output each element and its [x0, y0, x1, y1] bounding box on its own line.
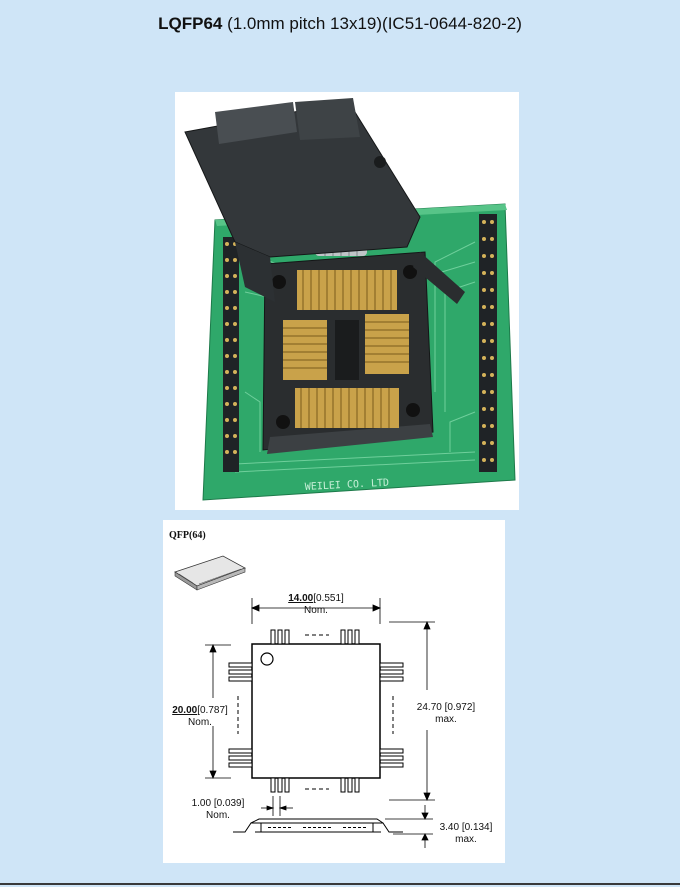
- left-header-pins: [225, 242, 237, 454]
- part-number: LQFP64: [158, 14, 223, 33]
- board-silkscreen: WEILEI CO. LTD: [305, 478, 390, 493]
- package-body: [251, 643, 381, 779]
- width-dimension: 14.00[0.551] Nom.: [288, 593, 344, 616]
- thickness-dimension: 3.40 [0.134] max.: [439, 822, 493, 845]
- bottom-divider: [0, 883, 680, 885]
- socket-illustration: WEILEI CO. LTD: [184, 98, 516, 501]
- dimension-drawing: [174, 555, 435, 848]
- height-dimension: 20.00[0.787] Nom.: [172, 705, 228, 728]
- package-label: QFP(64): [169, 530, 206, 541]
- package-3d-icon: [174, 555, 246, 591]
- pitch-dimension: 1.00 [0.039] Nom.: [191, 798, 245, 821]
- page-title: LQFP64 (1.0mm pitch 13x19)(IC51-0644-820…: [0, 13, 680, 35]
- right-header-pins: [482, 220, 494, 462]
- part-description: (1.0mm pitch 13x19)(IC51-0644-820-2): [222, 14, 522, 33]
- socket-photo: WEILEI CO. LTD: [175, 92, 519, 510]
- package-drawing: QFP(64): [163, 520, 505, 863]
- overall-dimension: 24.70 [0.972] max.: [416, 702, 476, 725]
- side-view: [233, 818, 403, 833]
